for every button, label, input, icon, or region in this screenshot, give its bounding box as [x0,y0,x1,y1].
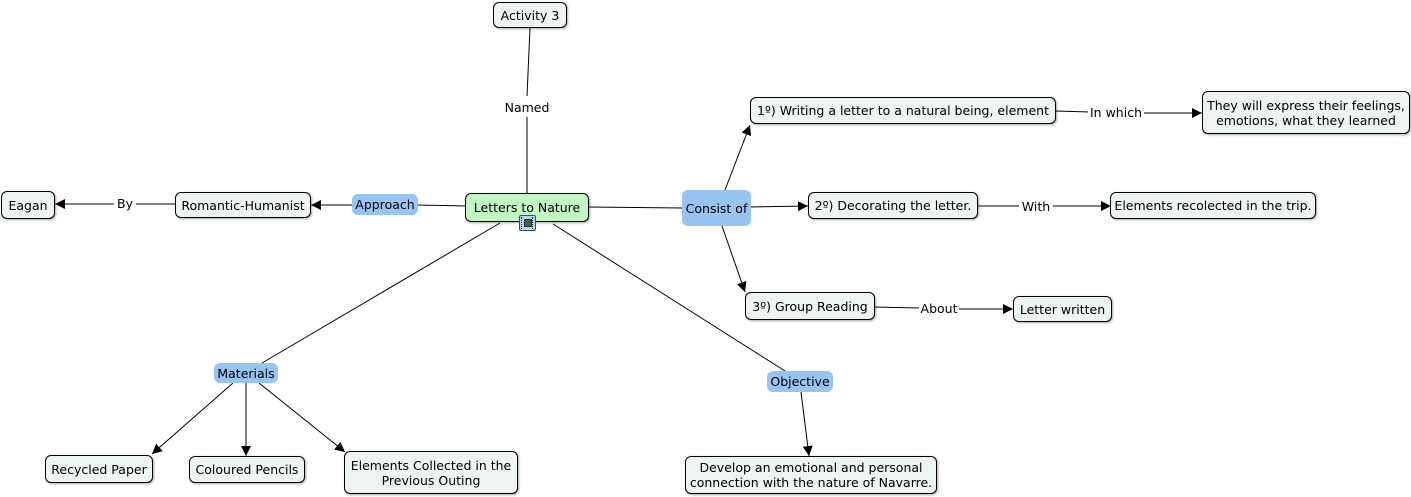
concept-activity-3[interactable]: Activity 3 [493,2,567,28]
collected-line-1: Elements Collected in the [350,457,512,473]
concept-eagan[interactable]: Eagan [1,191,55,219]
concept-step-1-writing[interactable]: 1º) Writing a letter to a natural being,… [750,97,1056,124]
concept-recycled-paper[interactable]: Recycled Paper [45,455,153,483]
link-approach: Approach [352,194,418,215]
line-materials-collected [258,382,346,453]
link-with: With [1019,198,1053,214]
feelings-line-1: They will express their feelings, [1207,97,1405,113]
link-consist-of: Consist of [682,190,751,226]
concept-elements-recolected[interactable]: Elements recolected in the trip. [1110,192,1316,219]
concept-romantic-humanist[interactable]: Romantic-Humanist [175,192,311,218]
concept-coloured-pencils[interactable]: Coloured Pencils [189,456,305,483]
concept-letter-written[interactable]: Letter written [1013,296,1112,322]
line-activity-named [526,27,531,97]
link-in-which: In which [1088,104,1144,120]
develop-line-2: connection with the nature of Navarre. [689,475,933,490]
line-objective-develop [800,391,813,457]
concept-feelings[interactable]: They will express their feelings, emotio… [1202,91,1410,134]
link-by: By [114,195,136,211]
film-icon[interactable] [519,215,536,231]
concept-develop-connection[interactable]: Develop an emotional and personal connec… [685,456,937,494]
line-step3-about [873,306,921,309]
feelings-line-2: emotions, what they learned [1216,112,1396,128]
line-consist-step2 [749,201,809,212]
collected-line-2: Previous Outing [381,472,481,488]
concept-step-2-decorating[interactable]: 2º) Decorating the letter. [808,192,978,219]
concept-elements-collected[interactable]: Elements Collected in the Previous Outin… [344,451,518,494]
line-consist-step3 [721,225,747,293]
concept-step-3-group-reading[interactable]: 3º) Group Reading [745,292,875,320]
link-objective: Objective [767,371,833,392]
link-named: Named [503,99,551,115]
line-center-objective [552,223,786,372]
link-about: About [919,300,959,316]
line-step1-inwhich [1054,110,1091,113]
line-materials-recycled [151,382,234,455]
develop-line-1: Develop an emotional and personal [699,460,923,475]
line-center-approach [416,204,467,207]
line-center-materials [261,222,501,364]
line-consist-step1 [724,124,752,191]
line-center-consist [587,206,683,209]
link-materials: Materials [214,363,278,383]
